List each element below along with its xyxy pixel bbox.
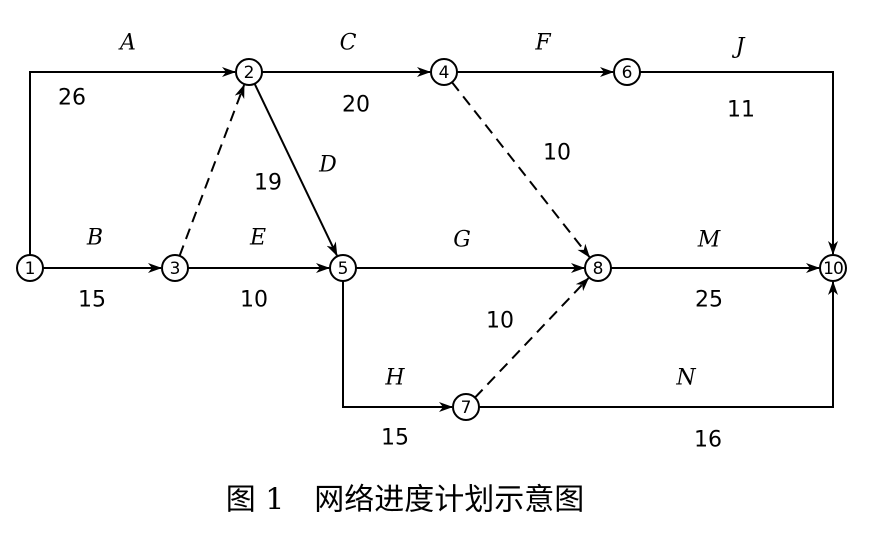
node-circle-1 bbox=[16, 254, 44, 282]
node-circle-8 bbox=[584, 254, 612, 282]
activity-label-e: E bbox=[249, 226, 266, 251]
dummy-duration-label-7-8: 10 bbox=[486, 309, 514, 334]
node-circle-6 bbox=[613, 58, 641, 86]
node-number-7: 7 bbox=[461, 398, 472, 418]
activity-label-j: J bbox=[732, 35, 746, 60]
node-6: 6 bbox=[613, 58, 641, 86]
edge-layer bbox=[29, 67, 838, 412]
duration-label-a: 26 bbox=[58, 86, 86, 111]
dummy-arrow-7-8 bbox=[474, 277, 590, 399]
activity-arrow-h bbox=[342, 281, 453, 412]
duration-label-j: 11 bbox=[727, 98, 755, 123]
node-10: 10 bbox=[819, 254, 847, 282]
node-circle-2 bbox=[235, 58, 263, 86]
dummy-duration-label-4-8: 10 bbox=[543, 141, 571, 166]
dummy-arrow-3-2 bbox=[178, 84, 246, 257]
activity-label-g: G bbox=[453, 228, 471, 253]
figure-caption: 图 1 网络进度计划示意图 bbox=[226, 483, 585, 518]
node-circle-5 bbox=[329, 254, 357, 282]
node-circle-7 bbox=[452, 393, 480, 421]
node-number-3: 3 bbox=[170, 259, 181, 279]
node-circle-4 bbox=[430, 58, 458, 86]
node-8: 8 bbox=[584, 254, 612, 282]
duration-label-d: 19 bbox=[254, 171, 282, 196]
node-number-4: 4 bbox=[439, 63, 450, 83]
node-5: 5 bbox=[329, 254, 357, 282]
activity-label-n: N bbox=[675, 366, 696, 391]
node-circle-3 bbox=[161, 254, 189, 282]
activity-arrow-j bbox=[640, 71, 838, 255]
activity-arrow-n bbox=[479, 281, 838, 408]
node-layer: 1 2 3 4 5 6 7 8 10 bbox=[16, 58, 847, 421]
node-4: 4 bbox=[430, 58, 458, 86]
node-number-5: 5 bbox=[338, 259, 349, 279]
activity-arrow-a bbox=[29, 67, 236, 255]
node-number-1: 1 bbox=[25, 259, 36, 279]
node-1: 1 bbox=[16, 254, 44, 282]
activity-label-d: D bbox=[318, 153, 337, 178]
node-number-10: 10 bbox=[823, 259, 843, 279]
node-circle-10 bbox=[819, 254, 847, 282]
dummy-arrow-4-8 bbox=[451, 81, 591, 258]
activity-label-h: H bbox=[384, 366, 405, 391]
duration-label-c: 20 bbox=[342, 93, 370, 118]
activity-label-a: A bbox=[118, 31, 136, 56]
duration-label-n: 16 bbox=[694, 428, 722, 453]
activity-label-b: B bbox=[86, 226, 103, 251]
activity-arrow-d bbox=[253, 83, 338, 257]
activity-label-c: C bbox=[340, 31, 357, 56]
duration-label-m: 25 bbox=[695, 288, 723, 313]
node-7: 7 bbox=[452, 393, 480, 421]
duration-label-e: 10 bbox=[240, 288, 268, 313]
duration-label-h: 15 bbox=[381, 426, 409, 451]
activity-label-m: M bbox=[697, 228, 721, 253]
activity-label-f: F bbox=[534, 31, 551, 56]
node-number-8: 8 bbox=[593, 259, 604, 279]
duration-label-b: 15 bbox=[78, 288, 106, 313]
node-3: 3 bbox=[161, 254, 189, 282]
node-number-6: 6 bbox=[622, 63, 633, 83]
node-2: 2 bbox=[235, 58, 263, 86]
node-number-2: 2 bbox=[244, 63, 255, 83]
